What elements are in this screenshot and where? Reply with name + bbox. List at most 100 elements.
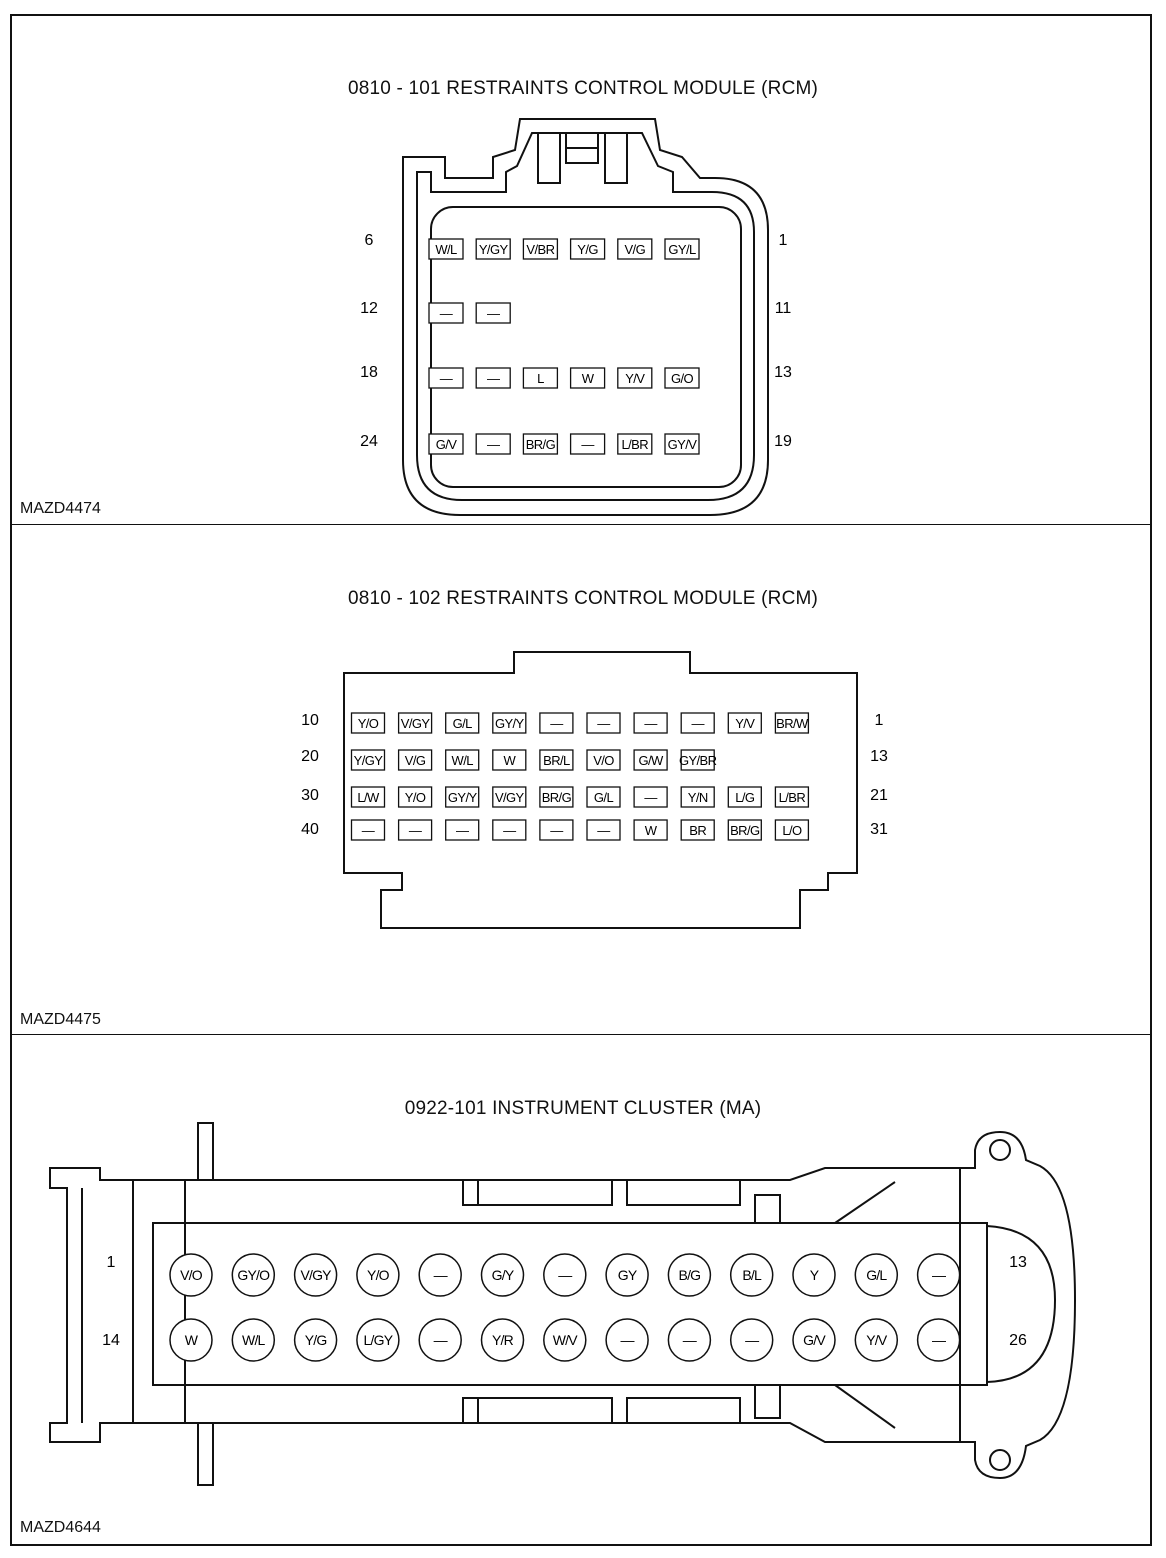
panel-2-code: MAZD4475 [20, 1011, 101, 1028]
pin-number-label: 30 [301, 787, 319, 804]
pin-number-label: 40 [301, 821, 319, 838]
pin-cavity [492, 712, 527, 734]
pin-cavity [293, 1253, 338, 1297]
pin-number-label: 12 [360, 300, 378, 317]
panel-2-title: 0810 - 102 RESTRAINTS CONTROL MODULE (RC… [347, 588, 819, 609]
pin-cavity [633, 749, 668, 771]
pin-cavity [428, 367, 464, 389]
pin-wire-label: GY/Y [448, 790, 478, 805]
pin-number-label: 19 [774, 433, 792, 450]
panel-divider [10, 1034, 1152, 1035]
pin-wire-label: V/GY [300, 1267, 332, 1283]
pin-cavity [586, 786, 621, 808]
pin-cavity [633, 819, 668, 841]
pin-cavity [350, 749, 386, 771]
pin-cavity [169, 1253, 213, 1297]
pin-cavity [492, 749, 527, 771]
pin-cavity [293, 1318, 338, 1362]
pin-wire-label: — [558, 1267, 572, 1283]
pin-cavity [397, 786, 433, 808]
pin-number-label: 21 [870, 787, 888, 804]
pin-wire-label: Y/V [735, 716, 755, 731]
pin-wire-label: GY/V [668, 437, 698, 452]
pin-cavity [445, 712, 480, 734]
pin-cavity [445, 786, 480, 808]
pin-cavity [854, 1318, 899, 1362]
pin-wire-label: G/W [638, 753, 664, 768]
pin-wire-label: W/L [435, 242, 457, 257]
pin-wire-label: — [683, 1332, 697, 1348]
pin-number-label: 10 [301, 712, 319, 729]
pin-number-label: 31 [870, 821, 888, 838]
pin-wire-label: W/L [242, 1332, 266, 1348]
pin-cavity [680, 749, 715, 771]
pin-wire-label: Y/G [577, 242, 598, 257]
pin-cavity [428, 433, 464, 455]
pin-wire-label: — [932, 1332, 946, 1348]
panel-divider [10, 524, 1152, 525]
pin-wire-label: V/G [405, 753, 426, 768]
panel-3-title: 0922-101 INSTRUMENT CLUSTER (MA) [404, 1098, 762, 1119]
pin-cavity [727, 712, 762, 734]
pin-wire-label: V/O [593, 753, 614, 768]
pin-wire-label: L/GY [364, 1332, 394, 1348]
pin-cavity [667, 1253, 712, 1297]
pin-cavity [586, 712, 621, 734]
pin-cavity [727, 786, 762, 808]
pin-cavity [428, 302, 464, 324]
pin-cavity [605, 1253, 649, 1297]
pin-wire-label: — [691, 716, 704, 731]
pin-cavity [522, 433, 559, 455]
pin-wire-label: — [487, 437, 500, 452]
pin-cavity [356, 1253, 400, 1297]
pin-wire-label: — [597, 716, 610, 731]
pin-wire-label: Y/GY [479, 242, 509, 257]
pin-cavity [169, 1318, 213, 1362]
pin-cavity [231, 1253, 276, 1297]
pin-wire-label: G/L [594, 790, 614, 805]
pin-number-label: 24 [360, 433, 378, 450]
pin-wire-label: — [434, 1267, 448, 1283]
pin-cavity [569, 367, 606, 389]
pin-cavity [586, 749, 621, 771]
pin-wire-label: Y/O [405, 790, 426, 805]
pin-wire-label: L/O [782, 823, 802, 838]
panel-3-code: MAZD4644 [20, 1519, 101, 1536]
pin-cavity [854, 1253, 899, 1297]
pin-wire-label: Y/V [625, 371, 645, 386]
pin-wire-label: Y/R [492, 1332, 514, 1348]
pin-cavity [539, 819, 574, 841]
pin-cavity [569, 238, 606, 260]
pin-cavity [605, 1318, 649, 1362]
rcm-102-connector-outline [343, 651, 858, 929]
pin-wire-label: — [434, 1332, 448, 1348]
pin-cavity [492, 786, 527, 808]
pin-wire-label: GY/L [668, 242, 696, 257]
pin-wire-label: — [362, 823, 375, 838]
pin-cavity [428, 238, 464, 260]
pin-wire-label: B/L [742, 1267, 762, 1283]
pin-cavity [475, 433, 511, 455]
pin-cavity [569, 433, 606, 455]
pin-wire-label: — [550, 716, 563, 731]
pin-cavity [539, 712, 574, 734]
pin-number-label: 13 [774, 364, 792, 381]
pin-wire-label: V/BR [526, 242, 554, 257]
pin-cavity [792, 1253, 836, 1297]
pin-cavity [356, 1318, 400, 1362]
pin-cavity [586, 819, 621, 841]
pin-cavity [475, 367, 511, 389]
outer-frame [10, 14, 1152, 1546]
pin-wire-label: — [745, 1332, 759, 1348]
pin-cavity [231, 1318, 276, 1362]
pin-wire-label: — [487, 371, 500, 386]
pin-cavity [539, 749, 574, 771]
panel-1-code: MAZD4474 [20, 500, 101, 517]
pin-number-label: 11 [775, 300, 792, 317]
pin-cavity [617, 367, 653, 389]
pin-cavity [774, 786, 810, 808]
pin-wire-label: L/BR [779, 790, 806, 805]
pin-cavity [916, 1253, 961, 1297]
